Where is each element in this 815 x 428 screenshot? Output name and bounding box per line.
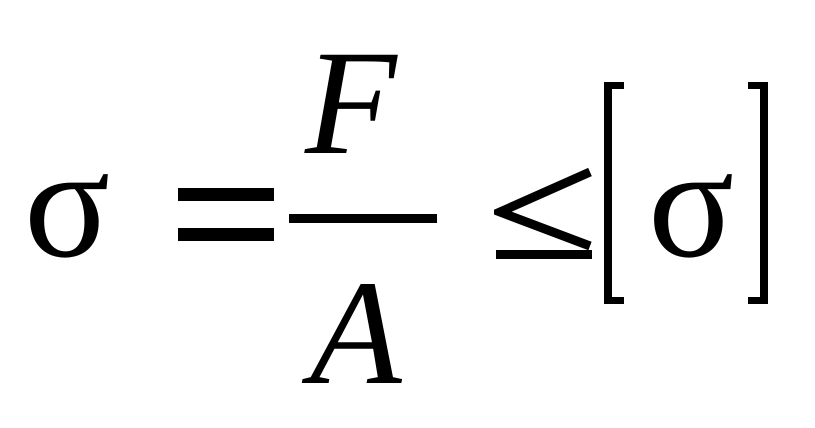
equals-sign-bottom-bar bbox=[178, 228, 274, 241]
left-square-bracket bbox=[604, 82, 624, 304]
sigma-symbol: σ bbox=[24, 113, 111, 291]
less-than-or-equal-sign bbox=[494, 167, 592, 259]
fraction-numerator: F bbox=[305, 20, 397, 186]
allowable-sigma-symbol: σ bbox=[648, 113, 735, 291]
equals-sign-top-bar bbox=[178, 188, 274, 201]
right-square-bracket bbox=[748, 82, 768, 304]
fraction-bar bbox=[289, 214, 437, 223]
fraction-denominator: A bbox=[310, 250, 402, 416]
